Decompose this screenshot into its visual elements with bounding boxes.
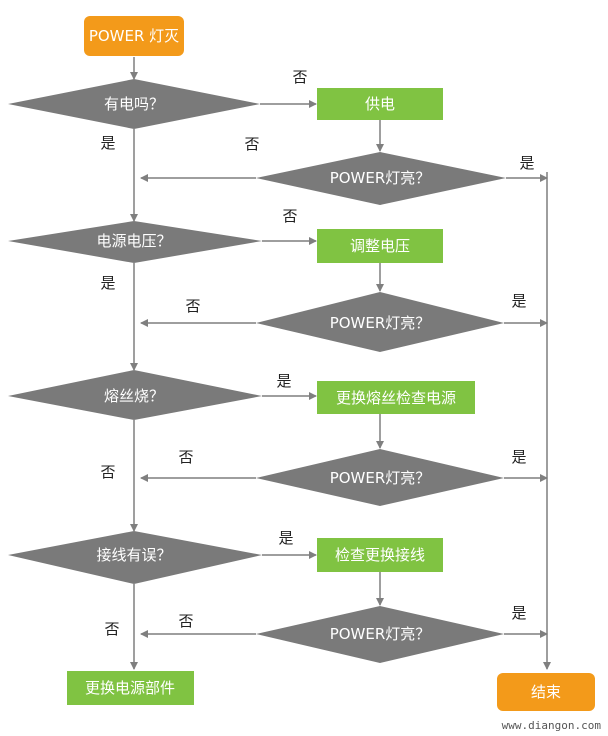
power-check-shape: [256, 152, 506, 205]
yes-label-p3: 是: [511, 448, 526, 466]
power-check-label: POWER灯亮？: [330, 625, 431, 643]
down-label-q2: 是: [100, 274, 115, 292]
yes-label-p4: 是: [511, 604, 526, 622]
decision-label: 接线有误？: [96, 546, 171, 564]
action-label: 更换熔丝检查电源: [336, 389, 456, 407]
action-label: 供电: [365, 95, 395, 113]
power-check-shape: [256, 449, 504, 506]
decision-shape: [8, 79, 260, 129]
action-box: [317, 381, 475, 414]
decision-shape: [8, 370, 262, 420]
watermark-text: www.diangon.com: [502, 719, 602, 732]
connectors: [130, 57, 551, 670]
decision-q4: 接线有误？: [8, 531, 262, 584]
start-node: POWER 灯灭: [84, 16, 184, 56]
decision-q3: 熔丝烧？: [8, 370, 262, 420]
end-node: 结束: [497, 673, 595, 711]
end-box: [497, 673, 595, 711]
power-check-label: POWER灯亮？: [330, 169, 431, 187]
power-check-label: POWER灯亮？: [330, 314, 431, 332]
decision-label: 有电吗？: [104, 95, 164, 113]
start-label: POWER 灯灭: [89, 27, 179, 45]
branch-label-q3: 是: [276, 372, 291, 390]
power-check-3: POWER灯亮？: [256, 449, 504, 506]
action-label: 检查更换接线: [335, 546, 425, 564]
power-check-1: POWER灯亮？: [256, 152, 506, 205]
decision-label: 电源电压？: [96, 232, 171, 250]
power-check-2: POWER灯亮？: [256, 292, 504, 352]
loop-label-p2: 否: [185, 297, 200, 315]
action-box: [317, 88, 443, 120]
power-check-shape: [256, 606, 504, 663]
branch-label-q4: 是: [278, 529, 293, 547]
yes-label-p1: 是: [519, 154, 534, 172]
action-box: [317, 229, 443, 263]
yes-label-p2: 是: [511, 292, 526, 310]
end-label: 结束: [531, 683, 561, 701]
final-action-label: 更换电源部件: [85, 679, 175, 697]
action-box: [317, 538, 443, 572]
start-box: [84, 16, 184, 56]
branch-label-q2: 否: [282, 207, 297, 225]
decision-q1: 有电吗？: [8, 79, 260, 129]
loop-label-p1: 否: [244, 135, 259, 153]
down-label-q1: 是: [100, 134, 115, 152]
decision-shape: [8, 221, 262, 263]
decision-shape: [8, 531, 262, 584]
branch-label-q1: 否: [292, 68, 307, 86]
action-label: 调整电压: [350, 237, 410, 255]
power-check-shape: [256, 292, 504, 352]
loop-label-p4: 否: [178, 612, 193, 630]
action-3: 更换熔丝检查电源: [317, 381, 475, 414]
decision-q2: 电源电压？: [8, 221, 262, 263]
down-label-q3: 否: [100, 463, 115, 481]
loop-label-p3: 否: [178, 448, 193, 466]
decision-label: 熔丝烧？: [104, 387, 164, 405]
final-action: 更换电源部件: [67, 671, 194, 705]
power-check-4: POWER灯亮？: [256, 606, 504, 663]
action-1: 供电: [317, 88, 443, 120]
final-action-box: [67, 671, 194, 705]
power-check-label: POWER灯亮？: [330, 469, 431, 487]
down-label-q4: 否: [104, 620, 119, 638]
action-2: 调整电压: [317, 229, 443, 263]
action-4: 检查更换接线: [317, 538, 443, 572]
